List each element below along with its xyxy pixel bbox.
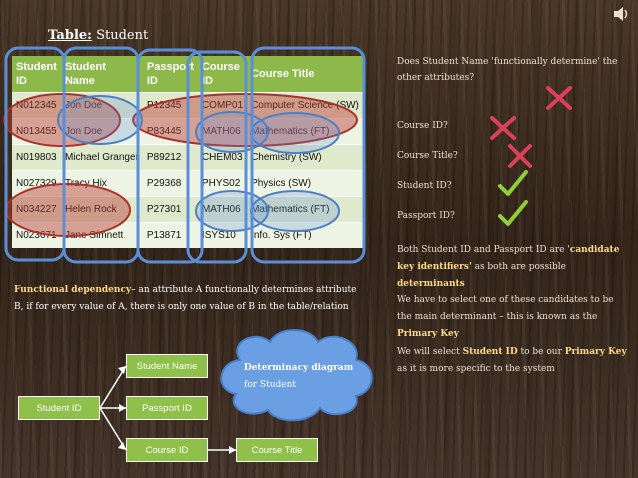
table-cell: N034227 [12,196,61,223]
fd-text: – an attribute A functionally determines… [14,285,357,312]
cross-icon [546,86,572,110]
select-text-3: as it is more specific to the system [397,364,555,374]
column-outline-passport-id [136,48,204,264]
duplicate-math-ellipse-left [5,183,131,237]
header-course-title: Course Title [247,56,363,93]
question-passport-id: Passport ID? [397,211,455,221]
cloud-caption: Determinacy diagram for Student [244,360,354,394]
student-table: Student ID Student Name Passport ID Cour… [12,56,363,248]
slide-title: Table: Student [48,28,148,43]
table-cell: N027329 [12,170,61,197]
table-cell: MATH06 [197,196,248,223]
table-cell: COMP01 [197,92,248,119]
table-row: N034227 Helen Rock P27301 MATH06 Mathema… [12,196,363,223]
column-outline-course-id [186,50,248,264]
table-cell: N019803 [12,144,61,171]
blue-maths-title-ellipse-top [250,112,340,154]
blue-math-ellipse-bottom [195,190,269,232]
question-course-title: Course Title? [397,151,458,161]
select-text-2: to be our [517,347,565,357]
arrowhead-passport-id [119,404,126,412]
student-id-term: Student ID [462,347,518,357]
title-label: Table: [48,28,92,43]
determinants-term: determinants [397,279,465,289]
blue-math-ellipse-top [195,111,269,153]
cross-icon [508,144,532,168]
question-student-name: Does Student Name 'functionally determin… [397,57,618,83]
speaker-icon[interactable] [612,6,630,22]
table-row: N019803 Michael Granger P89212 CHEM03 Ch… [12,144,363,171]
candidate-text-1: Both Student ID and Passport ID are ' [397,245,570,255]
fd-term: Functional dependency [14,285,132,295]
diagram-node-course-id: Course ID [126,438,208,462]
selection-note: We will select Student ID to be our Prim… [397,344,629,378]
arrowhead-course-id [118,442,126,450]
check-icon [498,200,528,226]
table-cell: N013455 [12,118,61,145]
table-cell: ISYS10 [197,222,248,248]
diagram-node-student-name: Student Name [126,354,208,378]
cross-icon [490,116,516,140]
table-cell: Michael Granger [60,144,143,171]
primary-key-note: We have to select one of these candidate… [397,292,629,343]
table-cell: MATH06 [197,118,248,145]
primary-key-term: Primary Key [397,329,459,339]
cloud-caption-bold: Determinacy diagram [244,363,354,373]
select-text-1: We will select [397,347,463,357]
candidate-text-2: as both are possible [471,262,566,272]
blue-name-ellipse [57,95,143,145]
table-header-row: Student ID Student Name Passport ID Cour… [12,56,363,93]
arrowhead-course-title [229,446,236,454]
header-student-id: Student ID [12,56,61,93]
table-cell: Helen Rock [60,196,143,223]
primary-text: We have to select one of these candidate… [397,295,614,322]
duplicate-name-ellipse [3,93,121,147]
question-course-id: Course ID? [397,121,448,131]
header-course-id: Course ID [197,56,248,93]
check-icon [498,170,528,196]
arrowhead-student-name [118,366,126,374]
functional-dependency-definition: Functional dependency– an attribute A fu… [14,282,364,316]
cloud-caption-rest: for Student [244,380,296,390]
diagram-node-student-id: Student ID [18,396,100,420]
primary-key-term-2: Primary Key [564,347,627,357]
blue-maths-title-ellipse-bottom [250,190,340,232]
question-student-id: Student ID? [397,181,452,191]
diagram-node-passport-id: Passport ID [126,396,208,420]
table-cell: CHEM03 [197,144,248,171]
cloud-shape [220,329,373,422]
candidate-key-note: Both Student ID and Passport ID are 'can… [397,242,629,293]
candidate-key-term: candidate key identifiers' [397,245,620,272]
title-name: Student [96,28,149,43]
header-student-name: Student Name [60,56,143,93]
table-cell: Mathematics (FT) [247,118,363,145]
diagram-node-course-title: Course Title [236,438,318,462]
column-outline-course-title [250,46,366,264]
